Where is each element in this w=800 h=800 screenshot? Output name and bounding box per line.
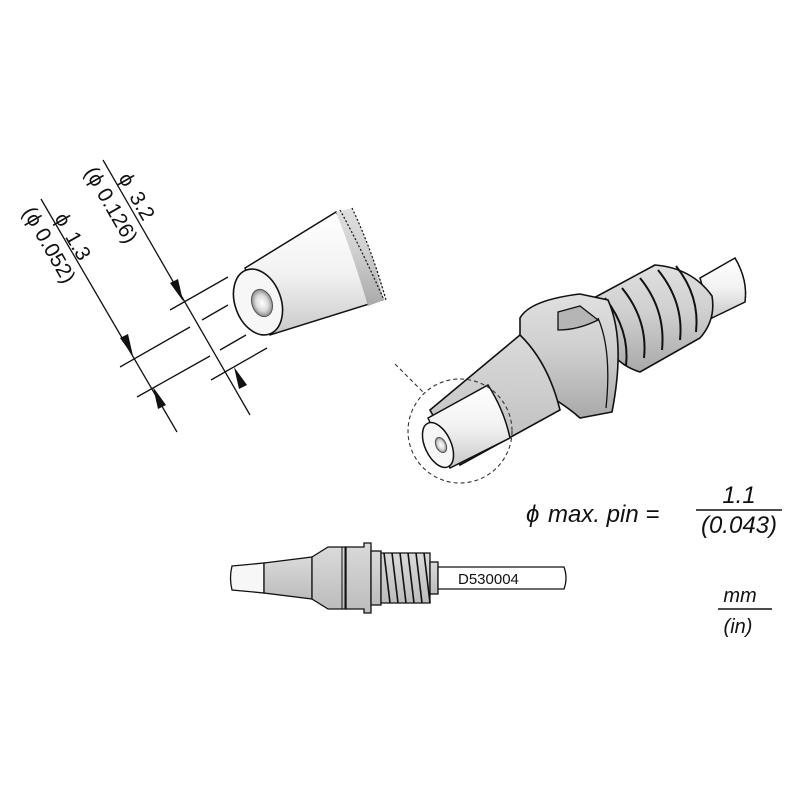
max-pin-label: max. pin = (548, 501, 659, 528)
extension-line (219, 334, 247, 351)
max-pin-in: (0.043) (701, 512, 777, 539)
max-pin-mm: 1.1 (722, 482, 755, 509)
max-pin-note: ϕ max. pin = 1.1 (0.043) (526, 482, 782, 539)
inner-diameter-dim-line (40, 198, 178, 433)
tip-bore-icon (250, 288, 274, 318)
tip-bore-icon (434, 436, 448, 454)
arrowhead (120, 334, 133, 356)
side-view-tip: D530004 (229, 542, 567, 614)
units-primary: mm (723, 585, 756, 607)
detail-leader-line (394, 363, 425, 394)
enlarged-tip-detail (232, 207, 387, 336)
part-number: D530004 (458, 571, 519, 588)
extension-line (210, 347, 268, 381)
arrowhead (234, 367, 247, 389)
dimension-arrows (120, 279, 247, 409)
extension-line (136, 355, 211, 398)
thread-lines (383, 552, 431, 604)
extension-line (169, 276, 229, 311)
units-secondary: (in) (724, 616, 753, 638)
units-legend: mm (in) (718, 585, 772, 638)
arrowhead (170, 279, 183, 301)
extension-line (119, 326, 191, 368)
diameter-symbol: ϕ (526, 501, 539, 528)
arrowhead (153, 387, 166, 409)
extension-line (201, 304, 229, 321)
assembled-tip-view (394, 256, 747, 484)
detail-circle (407, 378, 513, 484)
